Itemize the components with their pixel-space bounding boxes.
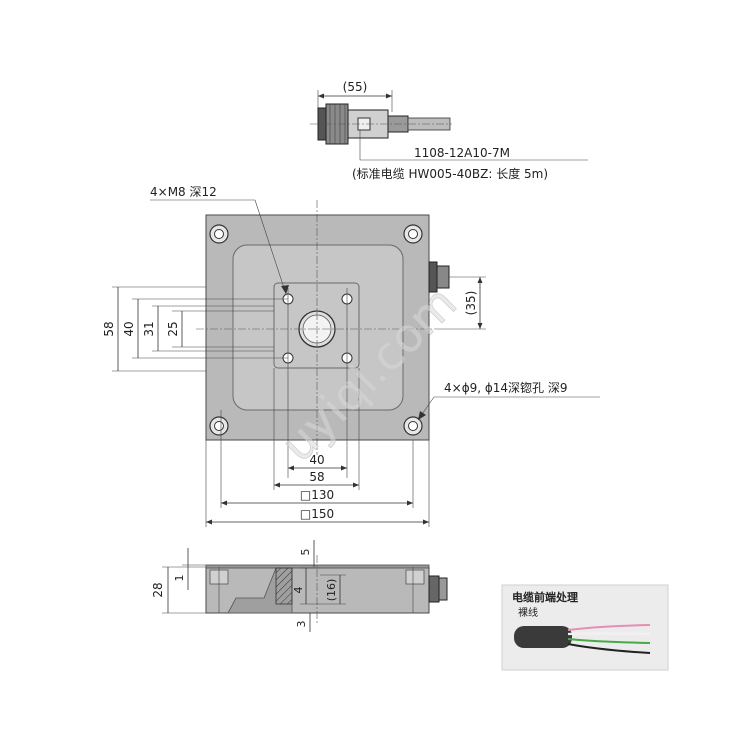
cable-end-inset: 电缆前端处理 裸线 [501,584,669,671]
dim-25-v-label: 25 [166,321,180,336]
connector-view: (55) 1108-12A10-7M (标准电缆 HW005-40BZ: 长度 … [310,80,588,181]
wire-pink [567,624,651,631]
dim-3-label: 3 [295,621,308,628]
cable-inset-title: 电缆前端处理 [512,590,578,604]
tapped-holes-label: 4×M8 深12 [150,185,217,199]
dim-1-label: 1 [173,575,186,582]
vertical-dimensions: 58 40 31 25 [102,286,288,372]
dim-130-label: □130 [300,488,334,502]
dim-16-label: (16) [325,579,338,602]
top-view: 4×M8 深12 4×ϕ9, ϕ14深锪孔 深9 58 40 31 25 [102,185,600,527]
horizontal-dimensions: 40 58 □130 □150 [205,368,430,527]
dim-31-v-label: 31 [142,321,156,336]
counterbore-holes [209,224,423,436]
dim-40-h-label: 40 [309,453,324,467]
dim-58-v-label: 58 [102,321,116,336]
dim-5-label: 5 [299,549,312,556]
dim-28-label: 28 [151,582,165,597]
cable-inset-subtitle: 裸线 [518,606,538,619]
dim-4-label: 4 [292,587,305,594]
wire-white [567,632,651,636]
dim-150-label: □150 [300,507,334,521]
side-view: 28 1 5 4 (16) 3 [151,540,448,632]
dim-55-label: (55) [343,80,368,94]
dim-58-h-label: 58 [309,470,324,484]
counterbore-holes-label: 4×ϕ9, ϕ14深锪孔 深9 [444,380,568,395]
wire-black [567,643,651,654]
connector-cable-note: (标准电缆 HW005-40BZ: 长度 5m) [352,166,548,181]
dim-40-v-label: 40 [122,321,136,336]
cable-jacket [514,626,572,648]
dim-35-v-label: (35) [464,291,478,316]
wire-green [567,638,651,644]
connector-part-number: 1108-12A10-7M [414,146,510,160]
